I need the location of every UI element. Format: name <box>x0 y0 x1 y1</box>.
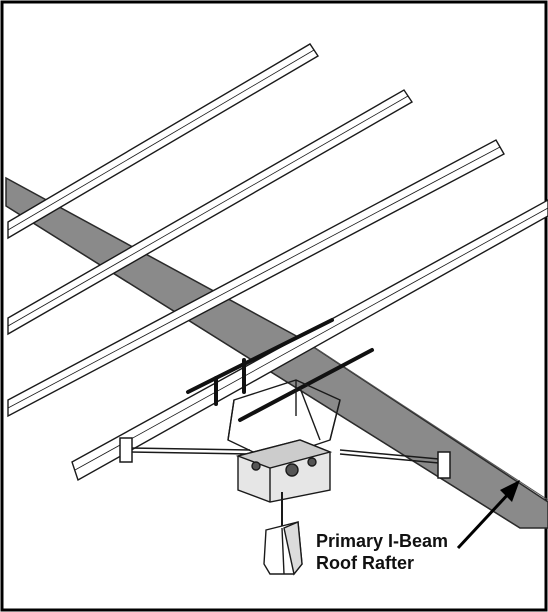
mounting-frame <box>227 379 341 461</box>
hanging-pendant <box>263 520 303 576</box>
rafter-callout: Primary I-Beam Roof Rafter <box>316 530 448 574</box>
purlin-1 <box>7 43 319 240</box>
motor-housing <box>235 439 333 503</box>
callout-line-2: Roof Rafter <box>316 553 414 573</box>
support-arms <box>119 437 451 479</box>
purlin-3 <box>7 139 505 418</box>
purlin-4 <box>71 199 548 482</box>
arrow-icon <box>456 480 520 550</box>
purlin-2 <box>7 89 413 336</box>
callout-line-1: Primary I-Beam <box>316 531 449 551</box>
